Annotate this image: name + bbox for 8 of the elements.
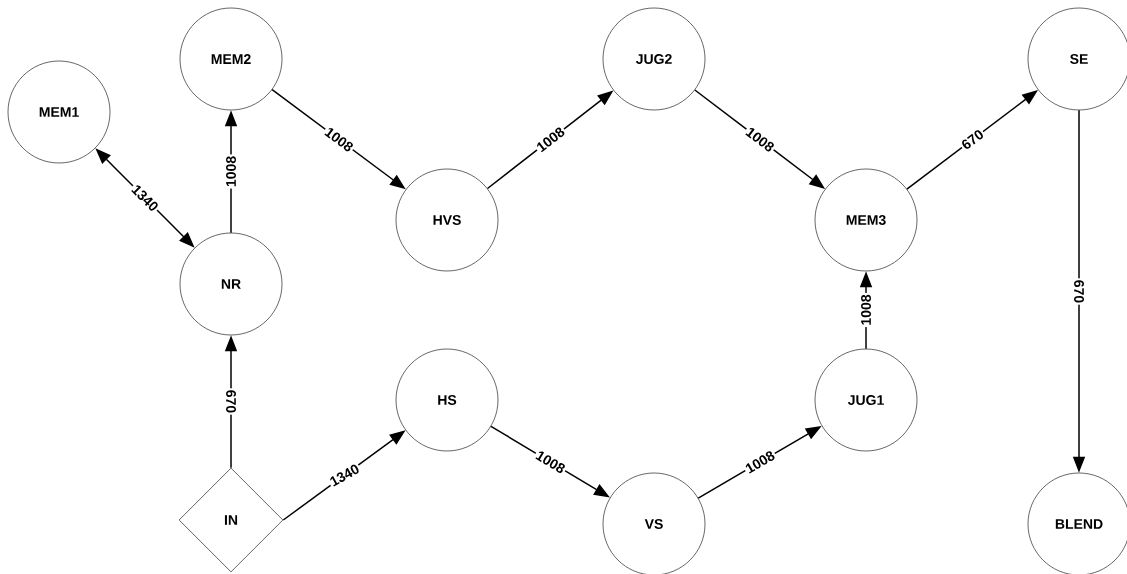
edge-label: 1008 bbox=[742, 447, 778, 477]
edge-label: 670 bbox=[958, 126, 987, 153]
edge-label: 1008 bbox=[532, 447, 569, 477]
edge-label: 1008 bbox=[224, 154, 238, 189]
edge-label: 1340 bbox=[326, 461, 363, 490]
edge-label: 670 bbox=[224, 388, 238, 415]
edge-label: 1008 bbox=[859, 292, 873, 328]
edge-label: 670 bbox=[1072, 278, 1086, 305]
